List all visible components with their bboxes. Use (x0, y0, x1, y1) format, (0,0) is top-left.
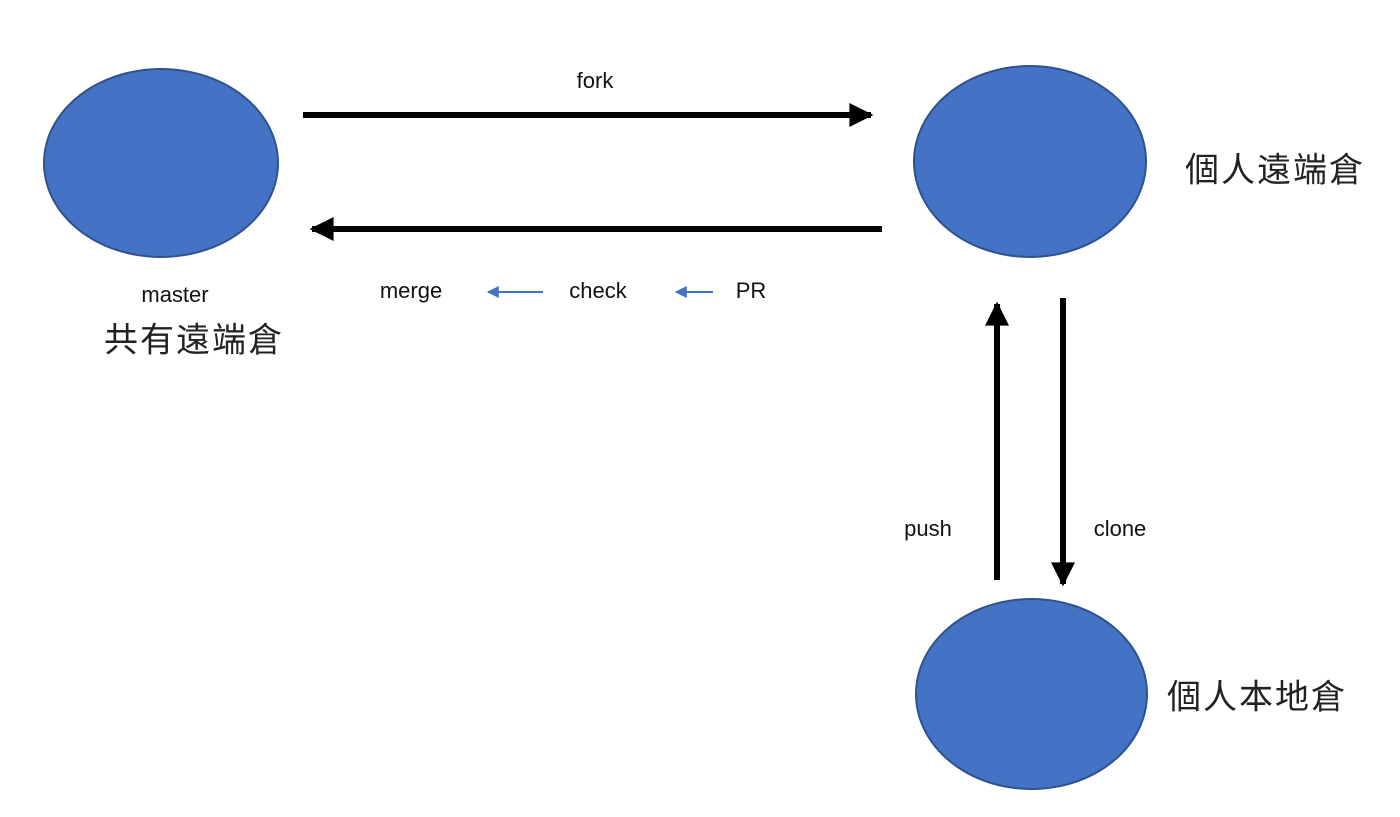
personal-remote-repo-caption: 個人遠端倉 (1185, 152, 1365, 190)
check-step-label: check (569, 278, 627, 303)
node-shared-remote-repo (43, 68, 279, 258)
master-branch-label: master (141, 282, 209, 307)
node-personal-local-repo (915, 598, 1148, 790)
fork-edge-label: fork (576, 68, 614, 93)
merge-step-label: merge (379, 278, 443, 303)
pr-step-label: PR (735, 278, 767, 303)
shared-remote-repo-caption: 共有遠端倉 (104, 322, 284, 360)
push-edge-label: push (904, 516, 952, 541)
node-personal-remote-repo (913, 65, 1147, 258)
clone-edge-label: clone (1093, 516, 1147, 541)
personal-local-repo-caption: 個人本地倉 (1167, 679, 1347, 717)
